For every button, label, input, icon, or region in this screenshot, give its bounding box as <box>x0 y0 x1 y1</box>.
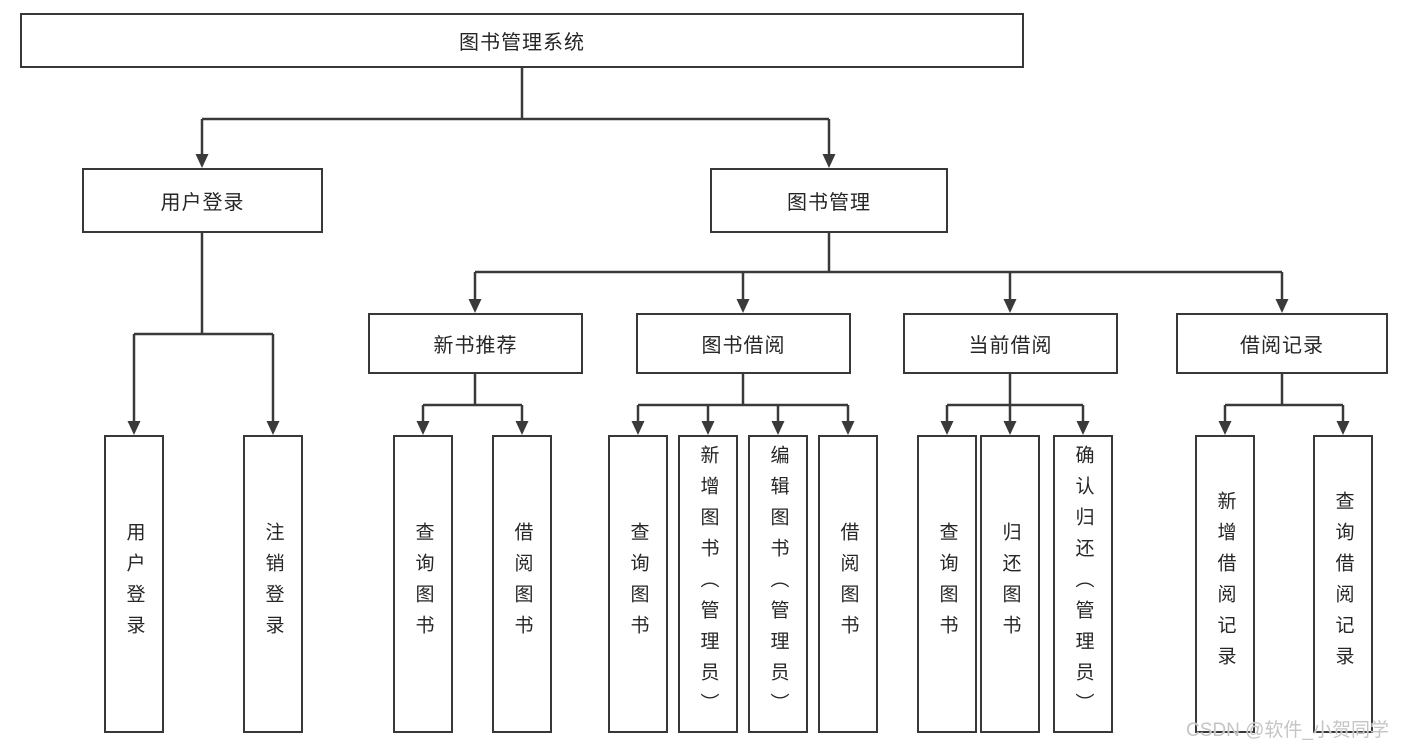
arrowhead <box>515 421 529 435</box>
node-current-borrow-label: 当前借阅 <box>968 335 1053 357</box>
leaf-user-login: 用户登录 <box>104 435 164 733</box>
leaf-query-books-3: 查询图书 <box>917 435 977 733</box>
leaf-query-borrow-record: 查询借阅记录 <box>1313 435 1373 733</box>
node-book-borrow-label: 图书借阅 <box>701 335 786 357</box>
leaf-edit-books-admin: 编辑图书（管理员） <box>748 435 808 733</box>
arrowhead <box>631 421 645 435</box>
connector-root-to-level2 <box>200 68 831 155</box>
leaf-borrow-books-1-label: 借阅图书 <box>511 522 533 646</box>
arrowhead <box>771 421 785 435</box>
arrowhead <box>1003 299 1017 313</box>
leaf-user-login-label: 用户登录 <box>123 522 145 646</box>
node-new-books: 新书推荐 <box>368 313 583 374</box>
leaf-logout: 注销登录 <box>243 435 303 733</box>
connector-current-to-leaves <box>945 374 1085 422</box>
leaf-query-books-1: 查询图书 <box>393 435 453 733</box>
arrowhead <box>736 299 750 313</box>
leaf-return-books-label: 归还图书 <box>999 522 1021 646</box>
arrowhead <box>822 154 836 168</box>
leaf-confirm-return-admin-label: 确认归还（管理员） <box>1072 444 1094 724</box>
node-user-login: 用户登录 <box>82 168 323 233</box>
connector-user-login-to-leaves <box>132 233 275 422</box>
node-root: 图书管理系统 <box>20 13 1024 68</box>
leaf-logout-label: 注销登录 <box>262 522 284 646</box>
leaf-return-books: 归还图书 <box>980 435 1040 733</box>
leaf-query-books-2-label: 查询图书 <box>627 522 649 646</box>
node-root-label: 图书管理系统 <box>459 32 585 54</box>
leaf-borrow-books-2: 借阅图书 <box>818 435 878 733</box>
node-user-login-label: 用户登录 <box>160 192 245 214</box>
leaf-query-borrow-record-label: 查询借阅记录 <box>1332 491 1354 677</box>
leaf-edit-books-admin-label: 编辑图书（管理员） <box>767 444 789 724</box>
arrowhead <box>1218 421 1232 435</box>
connector-borrow-to-leaves <box>636 374 850 422</box>
arrowhead <box>1076 421 1090 435</box>
leaf-add-books-admin-label: 新增图书（管理员） <box>697 444 719 724</box>
arrowhead <box>1336 421 1350 435</box>
arrowhead <box>1003 421 1017 435</box>
node-borrow-records-label: 借阅记录 <box>1240 335 1324 357</box>
leaf-borrow-books-1: 借阅图书 <box>492 435 552 733</box>
connector-new-books-to-leaves <box>421 374 524 422</box>
leaf-query-books-3-label: 查询图书 <box>936 522 958 646</box>
node-book-borrow: 图书借阅 <box>636 313 851 374</box>
arrowhead <box>195 154 209 168</box>
leaf-query-books-2: 查询图书 <box>608 435 668 733</box>
watermark: CSDN @软件_小贺同学 <box>1186 720 1389 741</box>
leaf-add-borrow-record-label: 新增借阅记录 <box>1214 491 1236 677</box>
node-book-mgmt: 图书管理 <box>710 168 948 233</box>
connector-book-mgmt-to-level3 <box>473 233 1284 300</box>
arrowhead <box>468 299 482 313</box>
arrowhead <box>416 421 430 435</box>
leaf-query-books-1-label: 查询图书 <box>412 522 434 646</box>
leaf-borrow-books-2-label: 借阅图书 <box>837 522 859 646</box>
arrowhead <box>841 421 855 435</box>
node-current-borrow: 当前借阅 <box>903 313 1118 374</box>
arrowhead <box>127 421 141 435</box>
arrowhead <box>701 421 715 435</box>
arrowhead <box>266 421 280 435</box>
arrowhead <box>940 421 954 435</box>
leaf-add-borrow-record: 新增借阅记录 <box>1195 435 1255 733</box>
node-new-books-label: 新书推荐 <box>433 335 518 357</box>
arrowhead <box>1275 299 1289 313</box>
node-book-mgmt-label: 图书管理 <box>787 192 871 214</box>
leaf-confirm-return-admin: 确认归还（管理员） <box>1053 435 1113 733</box>
connector-records-to-leaves <box>1223 374 1345 422</box>
leaf-add-books-admin: 新增图书（管理员） <box>678 435 738 733</box>
node-borrow-records: 借阅记录 <box>1176 313 1388 374</box>
